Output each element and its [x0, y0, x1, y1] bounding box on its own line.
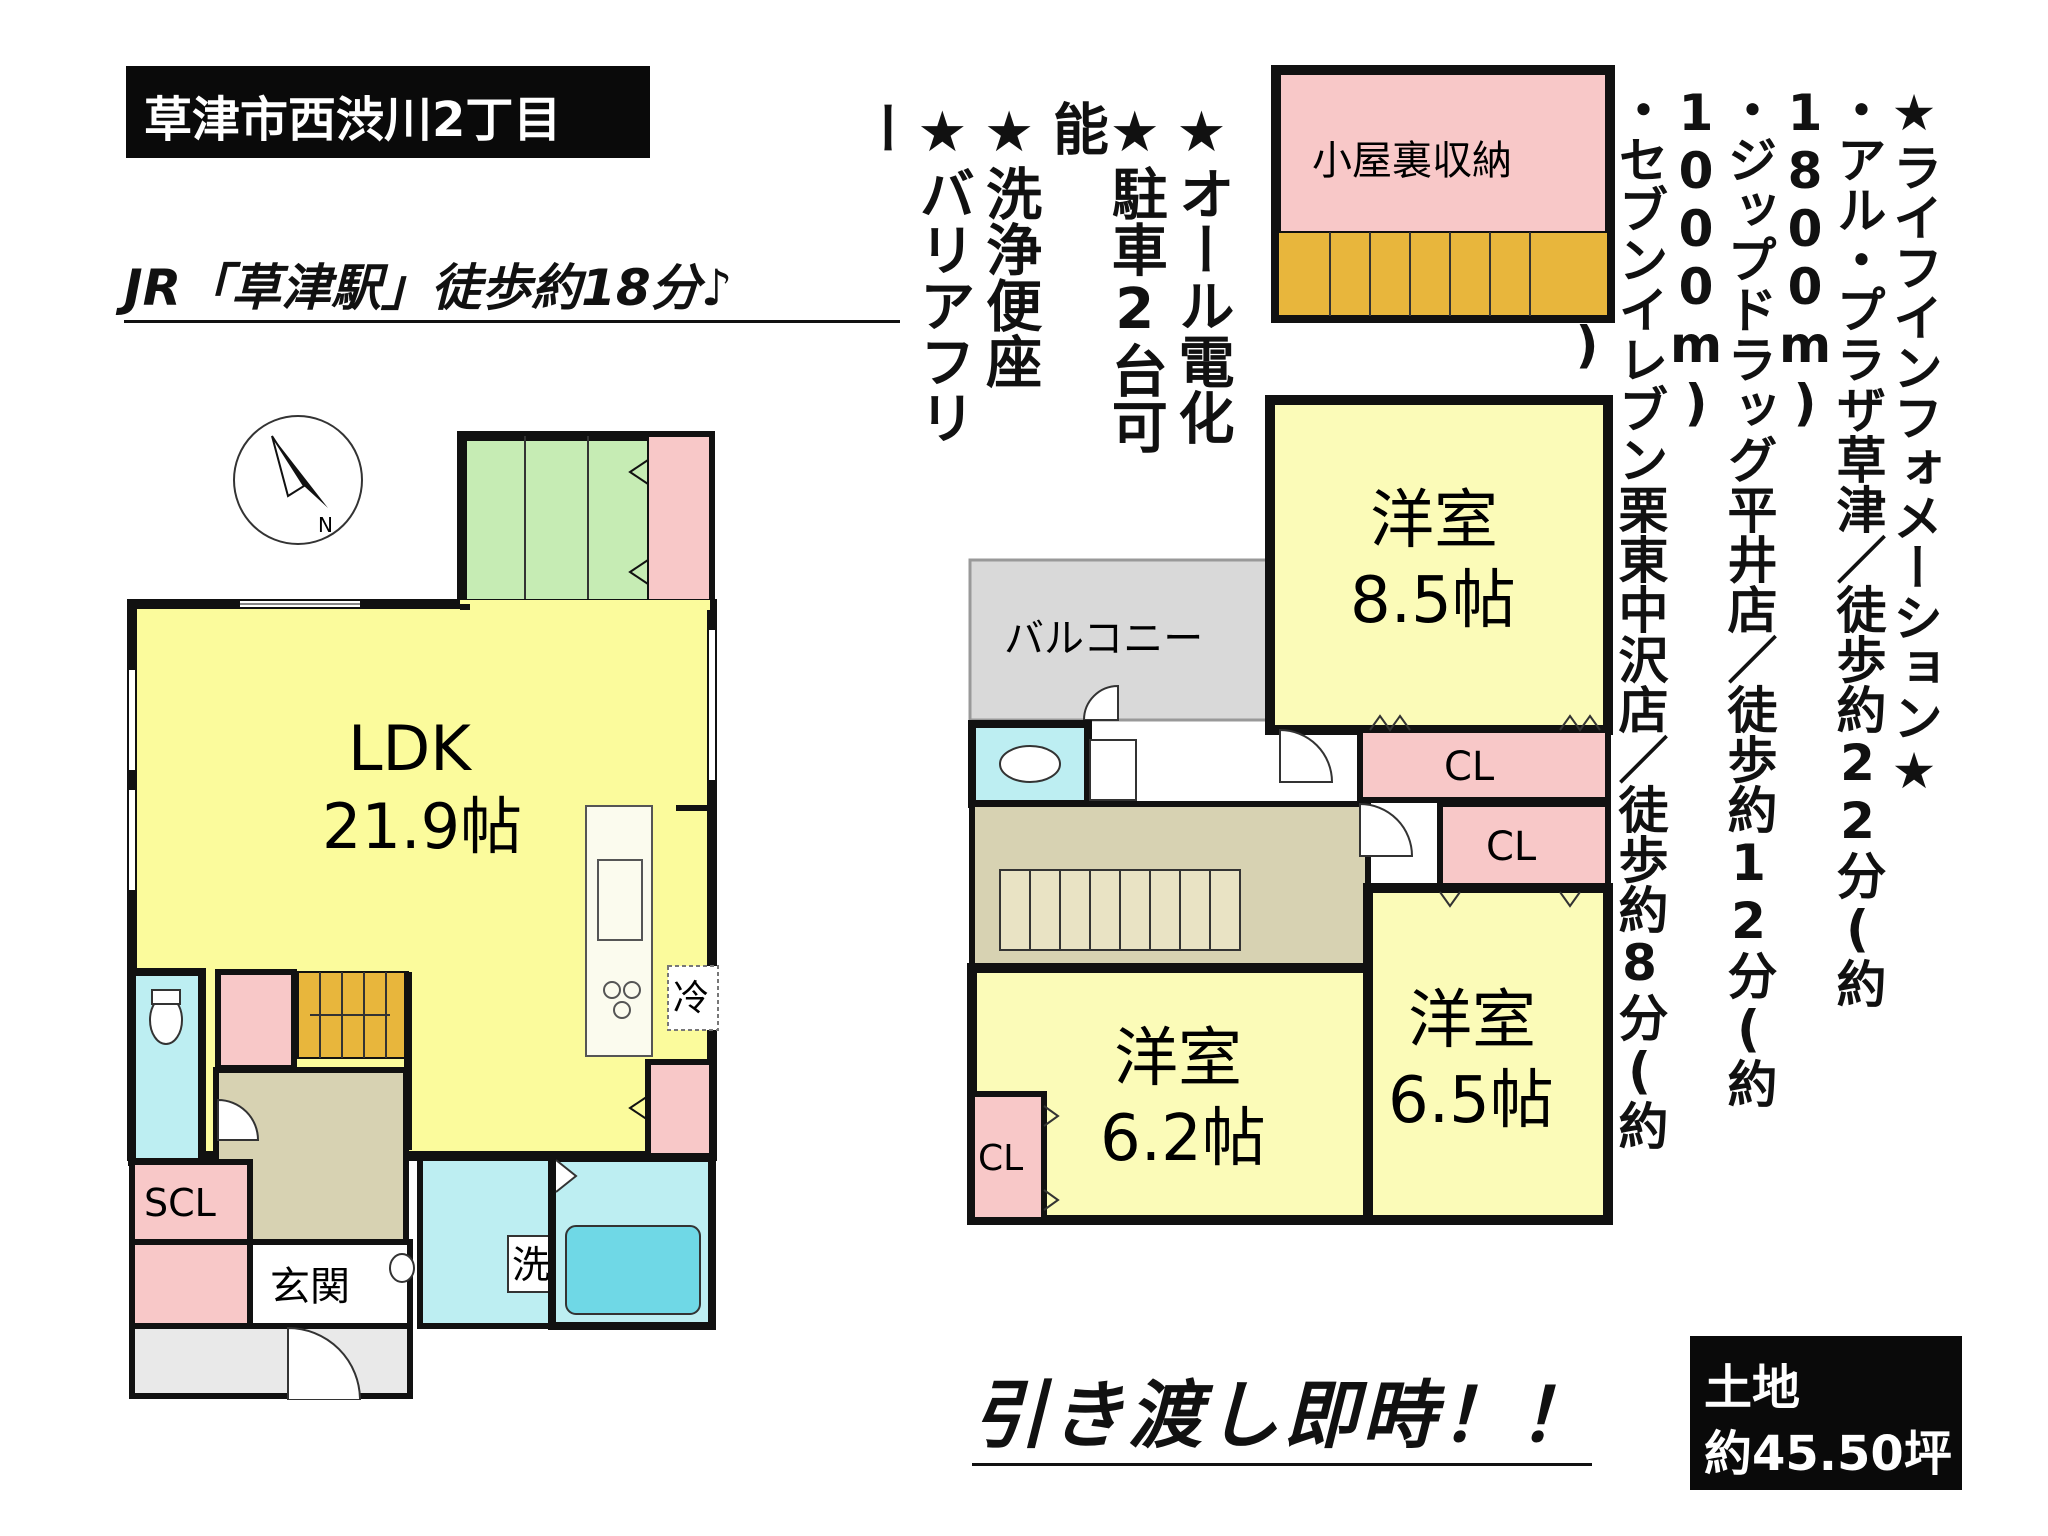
hall-storage [215, 969, 297, 1071]
feature-item: ★洗浄便座 [976, 100, 1042, 389]
scl-label: SCL [144, 1181, 216, 1225]
entrance [247, 1239, 413, 1329]
porch [129, 1323, 413, 1399]
room2-name: 洋室 [1408, 984, 1536, 1058]
life-info-item: ・アル・プラザ草津／徒歩約22分(約1800m) [1776, 84, 1887, 1008]
access-headline: JR「草津駅」徒歩約18分♪ [124, 248, 900, 323]
attic-label: 小屋裏収納 [1312, 138, 1512, 184]
floor2-plan: バルコニー 洋室 8.5帖 CL CL 洋室 6.5帖 CL 洋室 6.2帖 [967, 395, 1613, 1225]
attic-stairs [1277, 231, 1609, 317]
fridge-label: 冷 [673, 978, 709, 1019]
fridge-space [667, 965, 719, 1031]
room3-name: 洋室 [1114, 1022, 1242, 1096]
room-western-2 [1363, 883, 1613, 1225]
cl2-label: CL [1486, 824, 1537, 870]
feature-item: ★駐車2台可能 [1043, 100, 1168, 454]
cl3-label: CL [978, 1138, 1023, 1179]
cl1-label: CL [1444, 744, 1495, 790]
room-western-1 [1265, 395, 1613, 735]
ldk-side-storage [645, 1059, 715, 1159]
address-label: 草津市西渋川2丁目 [126, 66, 650, 158]
handover-headline: 引き渡し即時！！ [972, 1356, 1592, 1466]
compass-icon: N [233, 415, 363, 545]
closet-2 [1437, 801, 1611, 891]
attic-plan: 小屋裏収納 [1271, 65, 1615, 323]
life-info-item: ・ジップドラッグ平井店／徒歩約12分(約1000m) [1667, 84, 1778, 1108]
feature-item: ★バリアフリー [851, 100, 975, 445]
compass-n-label: N [318, 513, 333, 537]
floor1-plan: 冷 SCL 玄関 洗 LDK 21.9帖 [127, 431, 719, 1400]
washitsu-closet [647, 435, 711, 607]
room1-name: 洋室 [1370, 484, 1498, 558]
feature-item: ★オール電化 [1169, 100, 1234, 445]
balcony [968, 558, 1272, 722]
wash-label: 洗 [512, 1243, 550, 1287]
ldk-name: LDK [348, 712, 472, 785]
land-area-box: 土地 約45.50坪 [1690, 1336, 1962, 1490]
room1-size: 8.5帖 [1350, 564, 1516, 638]
bathtub [565, 1225, 701, 1315]
life-info-title: ★ライフインフォメーション★ [1885, 84, 1943, 800]
ldk-size: 21.9帖 [322, 790, 522, 863]
entrance-label: 玄関 [270, 1264, 350, 1310]
balcony-label: バルコニー [1004, 616, 1203, 662]
address-text: 草津市西渋川2丁目 [144, 92, 562, 148]
feature-list: ★オール電化 ★駐車2台可能 ★洗浄便座 ★バリアフリー [851, 100, 1234, 500]
closet-1 [1357, 727, 1611, 803]
closet-3 [969, 1091, 1047, 1223]
room2-size: 6.5帖 [1388, 1064, 1554, 1138]
life-info: ★ライフインフォメーション★ ・アル・プラザ草津／徒歩約22分(約1800m) … [1558, 84, 1943, 1284]
land-label: 土地 [1704, 1360, 1801, 1416]
land-value: 約45.50坪 [1704, 1426, 1952, 1482]
room3-size: 6.2帖 [1100, 1102, 1266, 1176]
